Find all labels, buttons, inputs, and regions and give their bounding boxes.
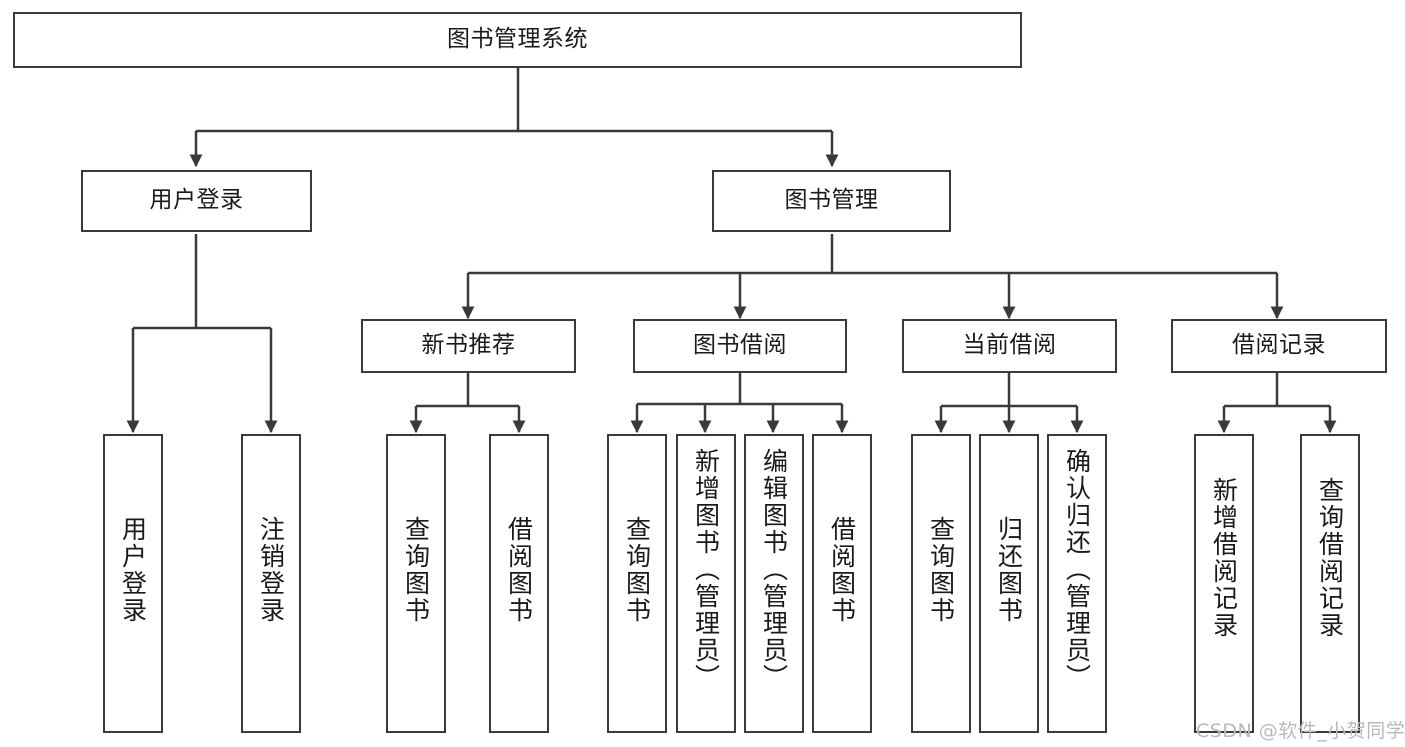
node-root[interactable]: 图书管理系统: [13, 12, 1022, 68]
leaf-label: 归还图书: [994, 516, 1024, 624]
node-book-borrow-label: 图书借阅: [693, 332, 787, 359]
leaf-borrow-record-add[interactable]: 新增借阅记录: [1194, 434, 1254, 733]
node-book-manage-label: 图书管理: [784, 187, 879, 214]
leaf-new-book-query[interactable]: 查询图书: [386, 434, 446, 733]
leaf-book-borrow-borrow[interactable]: 借阅图书: [812, 434, 872, 733]
csdn-watermark: CSDN @软件_小贺同学: [1196, 720, 1405, 742]
leaf-label: 查询图书: [401, 516, 431, 624]
leaf-label: 借阅图书: [827, 516, 857, 624]
node-book-borrow[interactable]: 图书借阅: [633, 319, 847, 373]
node-book-manage[interactable]: 图书管理: [712, 170, 951, 232]
leaf-label: 查询图书: [622, 516, 652, 624]
leaf-user-login-logout[interactable]: 注销登录: [241, 434, 301, 733]
node-user-login-label: 用户登录: [149, 187, 244, 214]
leaf-current-borrow-confirm[interactable]: 确认归还（管理员）: [1047, 434, 1107, 733]
leaf-current-borrow-query[interactable]: 查询图书: [911, 434, 971, 733]
node-borrow-record[interactable]: 借阅记录: [1171, 319, 1387, 373]
leaf-label: 借阅图书: [504, 516, 534, 624]
node-current-borrow-label: 当前借阅: [962, 332, 1057, 359]
leaf-label: 查询图书: [926, 516, 956, 624]
node-root-label: 图书管理系统: [447, 26, 588, 53]
node-user-login[interactable]: 用户登录: [81, 170, 312, 232]
leaf-new-book-borrow[interactable]: 借阅图书: [489, 434, 549, 733]
leaf-label: 新增图书（管理员）: [691, 448, 721, 691]
leaf-label: 新增借阅记录: [1209, 477, 1239, 639]
node-borrow-record-label: 借阅记录: [1232, 332, 1326, 359]
leaf-label: 确认归还（管理员）: [1062, 448, 1092, 691]
leaf-label: 用户登录: [118, 516, 148, 624]
leaf-book-borrow-add[interactable]: 新增图书（管理员）: [676, 434, 736, 733]
node-new-book-recommend-label: 新书推荐: [421, 332, 516, 359]
leaf-current-borrow-return[interactable]: 归还图书: [979, 434, 1039, 733]
leaf-label: 注销登录: [256, 516, 286, 624]
leaf-borrow-record-query[interactable]: 查询借阅记录: [1300, 434, 1360, 733]
leaf-label: 编辑图书（管理员）: [759, 448, 789, 691]
leaf-book-borrow-edit[interactable]: 编辑图书（管理员）: [744, 434, 804, 733]
node-current-borrow[interactable]: 当前借阅: [902, 319, 1117, 373]
node-new-book-recommend[interactable]: 新书推荐: [361, 319, 576, 373]
leaf-user-login-login[interactable]: 用户登录: [103, 434, 163, 733]
leaf-book-borrow-query[interactable]: 查询图书: [607, 434, 667, 733]
leaf-label: 查询借阅记录: [1315, 477, 1345, 639]
